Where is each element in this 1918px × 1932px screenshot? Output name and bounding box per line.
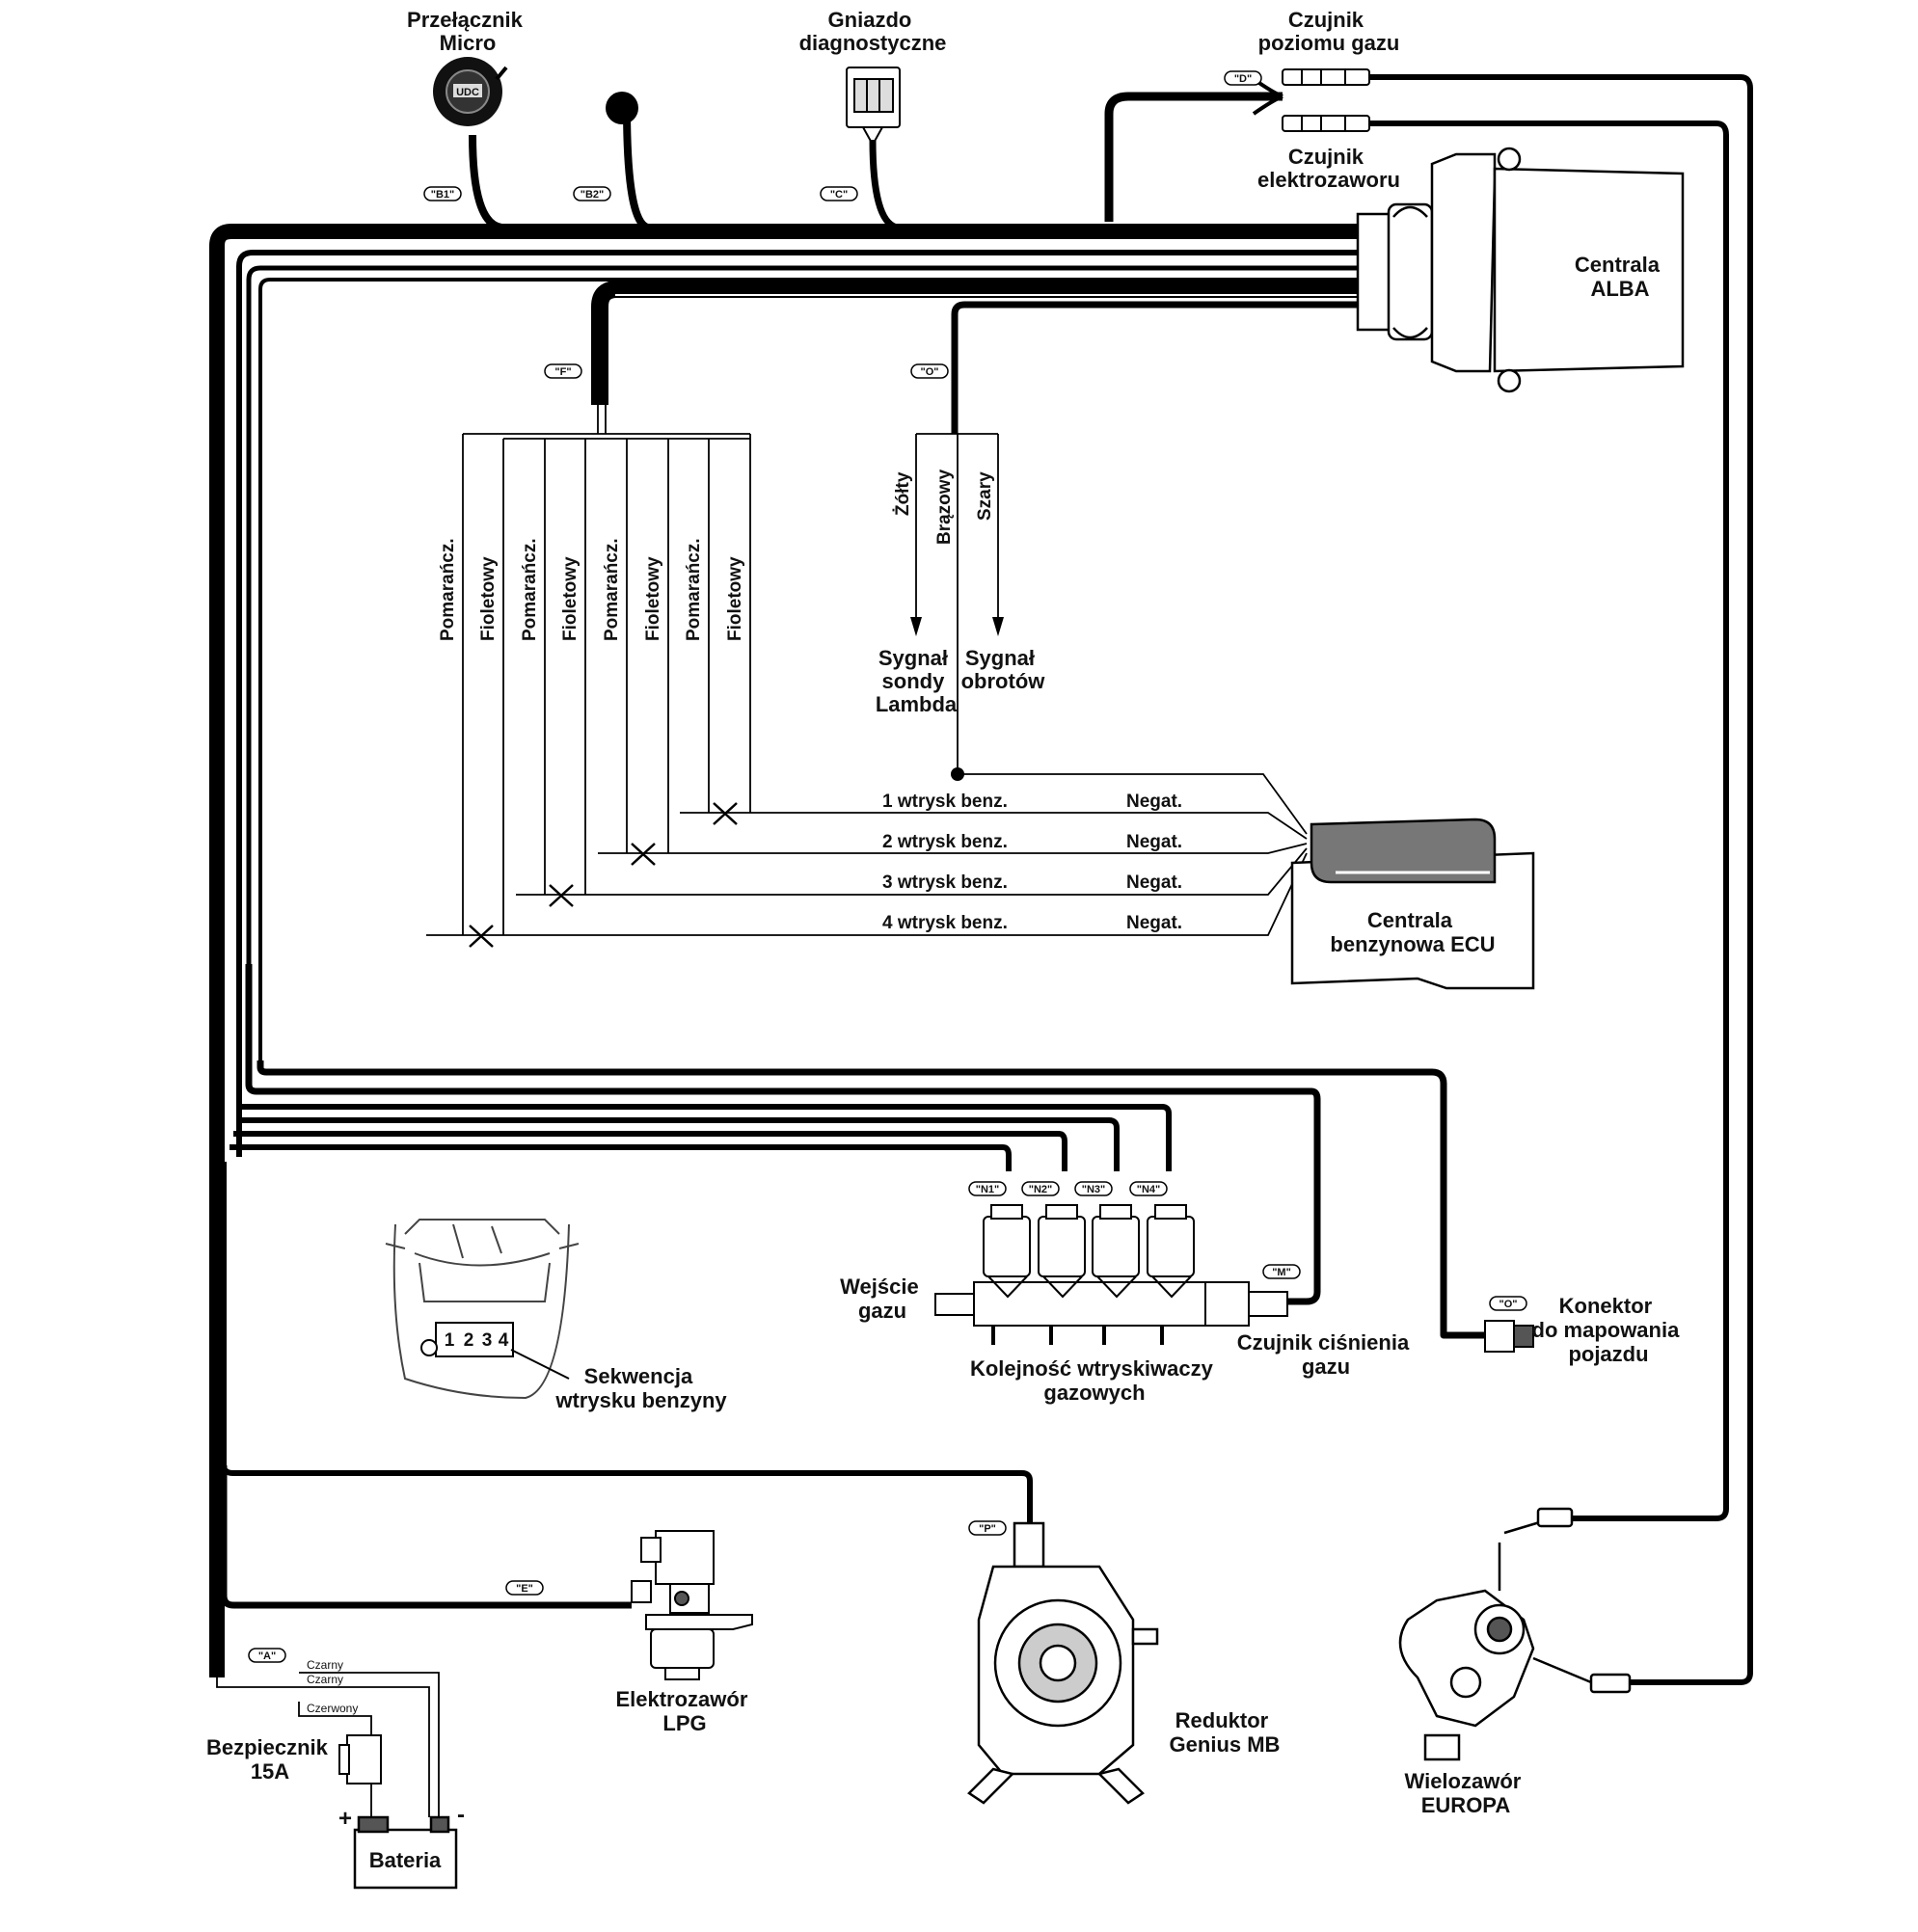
lambda-signal-label: Sygnał sondy Lambda [876,646,958,716]
multivalve-label: Wielozawór EUROPA [1405,1769,1527,1817]
battery [353,1815,458,1890]
petrol-sequence-label: Sekwencja wtrysku benzyny [554,1364,727,1412]
level-sensor-connector [1282,68,1370,86]
gas-injector-rail [934,1204,1288,1345]
diagnostic-socket-label: Gniazdo diagnostyczne [799,8,947,55]
tag-c: "C" [830,189,848,201]
lpg-valve-label: Elektrozawór LPG [615,1687,753,1735]
b2-connector-knob [606,92,638,124]
reducer-genius [967,1521,1159,1805]
car-sketch [385,1219,580,1400]
injector-line-4-label: 4 wtrysk benz. [882,913,1008,933]
rpm-arrow [992,617,1004,636]
ecu-alba [1356,147,1685,393]
battery-label: Bateria [369,1848,442,1872]
wire-label-violet-2: Fioletowy [643,556,663,641]
valve-sensor-connector [1282,115,1370,132]
injector-line-1-label: 1 wtrysk benz. [882,792,1008,812]
injector-line-3-label: 3 wtrysk benz. [882,872,1008,893]
valve-sensor-label: Czujnik elektrozaworu [1257,145,1400,192]
micro-badge: UDC [456,87,479,98]
wire-label-orange-1: Pomarańcz. [684,538,704,641]
wire-label-violet-4: Fioletowy [478,556,499,641]
micro-switch-label: Przełącznik Micro [407,8,528,55]
injector-line-2-label: 2 wtrysk benz. [882,832,1008,852]
injector-line-3-neg: Negat. [1126,872,1182,893]
power-wiring [216,1672,440,1817]
tag-f: "F" [554,366,571,378]
wire-label-yellow: Żółty [893,471,913,516]
car-engine-box [420,1322,514,1357]
lambda-rpm-wiring [915,433,999,774]
injector-wiring [426,405,1308,936]
tag-o-mapping: "O" [1499,1299,1518,1310]
mapping-connector-label: Konektor do mapowania pojazdu [1532,1294,1686,1366]
cyl-number-1: 1 [445,1330,455,1351]
wire-label-orange-2: Pomarańcz. [602,538,622,641]
tag-b2: "B2" [581,189,605,201]
tag-n2: "N2" [1029,1184,1053,1195]
petrol-ecu [1290,818,1535,990]
wire-label-black-1: Czarny [307,1658,343,1672]
tag-b1: "B1" [431,189,455,201]
ecu-alba-label: Centrala ALBA [1575,253,1665,301]
tag-m: "M" [1272,1267,1291,1278]
wire-label-orange-4: Pomarańcz. [438,538,458,641]
petrol-ecu-label: Centrala benzynowa ECU [1330,908,1495,956]
wire-label-black-2: Czarny [307,1673,343,1686]
fuse-label: Bezpiecznik 15A [206,1735,334,1784]
wire-label-orange-3: Pomarańcz. [520,538,540,641]
level-sensor-label: Czujnik poziomu gazu [1258,8,1400,55]
main-harness [209,74,1753,1685]
wire-label-violet-1: Fioletowy [725,556,745,641]
micro-switch: UDC [433,57,508,126]
tag-o-lambda: "O" [921,366,939,378]
tag-p: "P" [979,1523,996,1535]
gas-input-label: Wejście gazu [840,1275,925,1323]
wire-label-violet-3: Fioletowy [560,556,581,641]
connector-tags [248,70,1527,1663]
injector-line-2-neg: Negat. [1126,832,1182,852]
reducer-label: Reduktor Genius MB [1170,1708,1281,1757]
rpm-signal-label: Sygnał obrotów [961,646,1046,693]
tag-n3: "N3" [1082,1184,1106,1195]
tag-n1: "N1" [976,1184,1000,1195]
cut-marks [469,802,738,948]
tag-a: "A" [258,1650,276,1662]
pressure-sensor-label: Czujnik ciśnienia gazu [1237,1330,1416,1379]
injector-order-label: Kolejność wtryskiwaczy gazowych [970,1356,1219,1405]
injector-line-1-neg: Negat. [1126,792,1182,812]
cyl-number-2: 2 [464,1330,474,1351]
multivalve-europa [1398,1507,1632,1761]
lpg-solenoid-valve [631,1530,753,1680]
sequence-pointer [510,1349,570,1380]
lambda-arrow [910,617,922,636]
junction-dot [951,767,964,781]
cyl-number-3: 3 [482,1330,493,1351]
battery-plus: + [338,1806,352,1832]
tag-d: "D" [1234,73,1252,85]
mapping-connector [1484,1320,1534,1353]
tag-e: "E" [516,1583,533,1595]
wire-label-brown: Brązowy [934,469,955,545]
wire-label-red: Czerwony [307,1702,358,1715]
injector-line-4-neg: Negat. [1126,913,1182,933]
wire-label-grey: Szary [975,471,995,521]
diagnostic-socket [846,67,901,148]
fuse [338,1734,382,1784]
battery-minus: - [457,1802,465,1828]
cyl-number-4: 4 [499,1330,509,1351]
tag-n4: "N4" [1137,1184,1161,1195]
